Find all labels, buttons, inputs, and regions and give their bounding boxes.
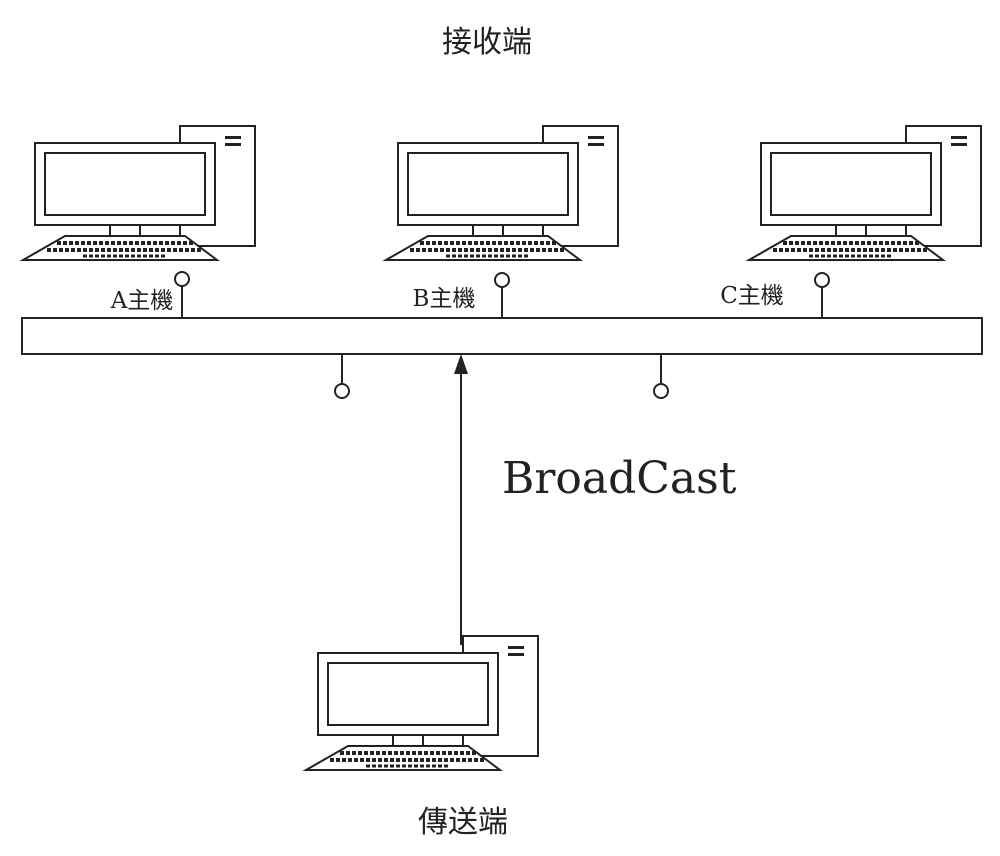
connector-a-icon [174,271,190,318]
sender-label: 傳送端 [418,805,508,840]
computer-sender-icon [304,634,540,772]
computer-c-icon [747,124,983,262]
connector-b-icon [494,272,510,318]
connector-c-icon [814,272,830,318]
receiver-label: 接收端 [442,25,532,60]
computer-b-icon [384,124,620,262]
connector-bottom-left-icon [334,354,350,399]
broadcast-label: BroadCast [502,453,737,504]
connector-bottom-right-icon [653,354,669,399]
host-label-a: A主機 [110,288,174,314]
broadcast-arrow-icon [454,354,468,645]
host-label-c: C主機 [720,283,784,309]
computer-a-icon [21,124,257,262]
network-bus [21,317,983,355]
host-label-b: B主機 [413,286,476,312]
